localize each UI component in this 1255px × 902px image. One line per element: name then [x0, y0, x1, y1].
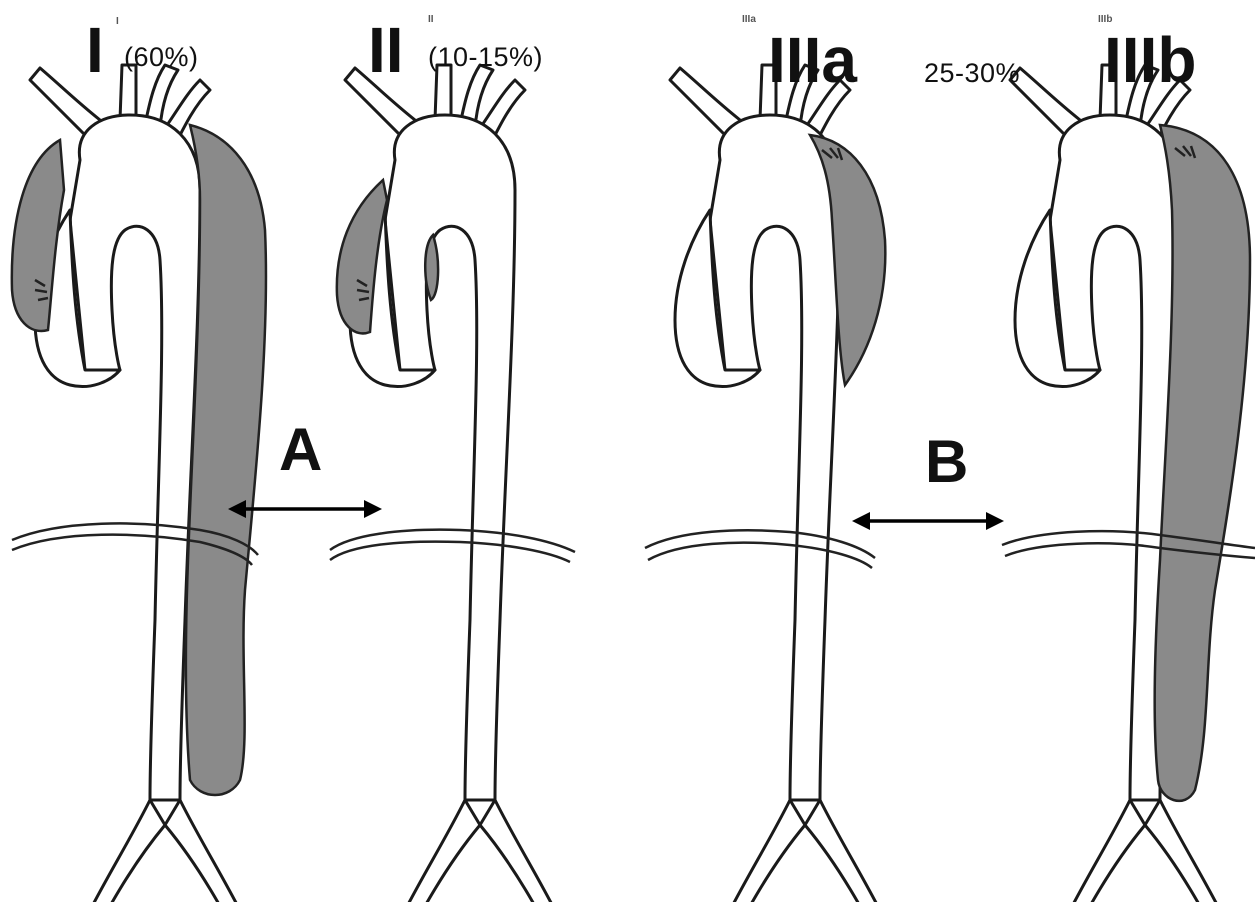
label-type-iiib: IIIb	[1104, 24, 1196, 96]
arrow-group-b	[852, 512, 1004, 530]
label-type-iii-percent: 25-30%	[924, 58, 1020, 88]
label-type-iiia-sup: IIIa	[742, 14, 756, 25]
label-type-ii: II	[368, 14, 404, 86]
label-group-a: A	[279, 416, 322, 483]
aorta-type-iiia	[670, 65, 885, 902]
label-type-iiia: IIIa	[768, 24, 857, 96]
label-type-ii-sup: II	[428, 14, 434, 25]
label-type-i-sup: I	[116, 16, 119, 27]
false-lumen-arch-type-ii	[425, 235, 438, 300]
label-group-b: B	[925, 428, 968, 495]
label-type-i-percent: (60%)	[124, 42, 199, 72]
label-type-i: I	[86, 14, 104, 86]
aorta-type-ii	[337, 65, 560, 902]
aorta-type-i	[12, 65, 266, 902]
aorta-type-iiib	[1010, 65, 1250, 902]
label-type-ii-percent: (10-15%)	[428, 42, 543, 72]
